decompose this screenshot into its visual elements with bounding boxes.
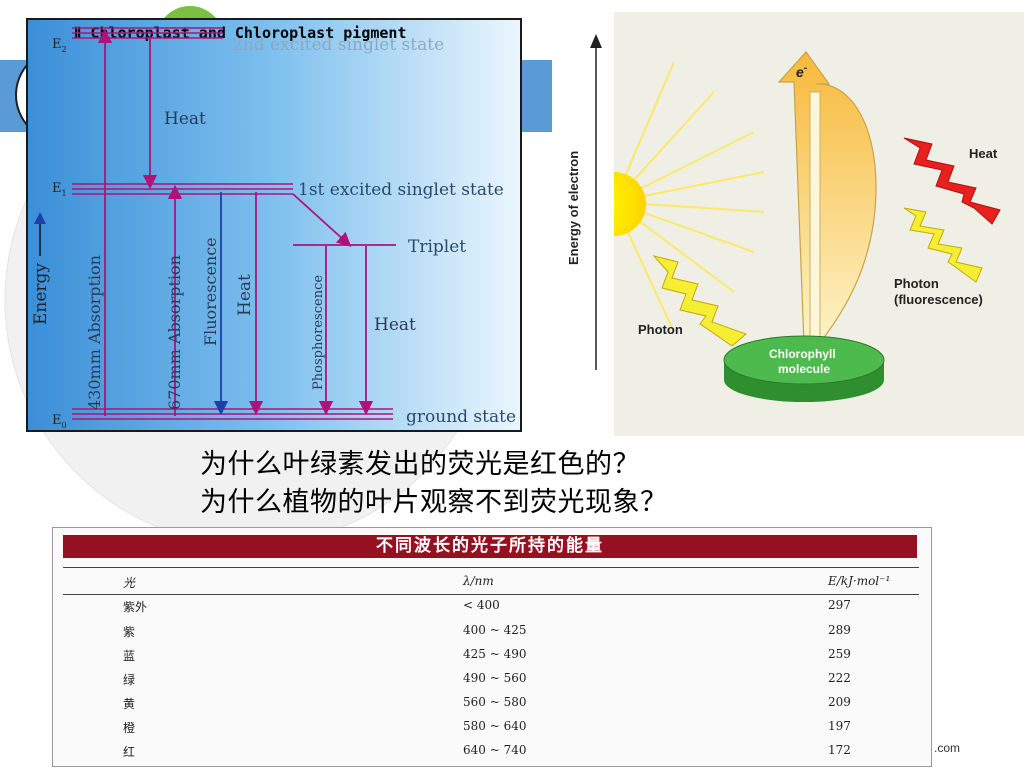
cell-light: 红 — [123, 745, 136, 759]
cell-energy: 289 — [828, 623, 851, 637]
jablonski-diagram: Ⅱ Chloroplast and Chloroplast pigment E2… — [26, 18, 522, 432]
electron-label: e- — [796, 63, 808, 80]
fluorescence-label: Fluorescence — [201, 237, 220, 346]
cell-wavelength: 400 ~ 425 — [463, 623, 527, 637]
table-top-rule — [63, 567, 919, 568]
level-ground — [72, 408, 393, 420]
absorption-670-label: 670mm Absorption — [165, 255, 184, 410]
second-singlet-label: 2nd excited singlet state — [232, 35, 444, 55]
cell-energy: 222 — [828, 671, 851, 685]
level-e2 — [72, 27, 223, 39]
heat-mid-label: Heat — [235, 274, 255, 316]
triplet-label: Triplet — [408, 237, 466, 257]
header-wavelength: λ/nm — [463, 574, 494, 588]
cell-wavelength: 425 ~ 490 — [463, 647, 527, 661]
cell-wavelength: 560 ~ 580 — [463, 695, 527, 709]
footer-site-suffix: .com — [934, 741, 961, 755]
chlorophyll-disk — [723, 335, 885, 385]
header-energy: E/kJ·mol⁻¹ — [828, 574, 891, 588]
excitation-arrow — [777, 51, 877, 345]
energy-axis-label: Energy — [31, 263, 51, 325]
heat-zigzag-arrow — [903, 137, 1001, 225]
cell-light: 紫 — [123, 625, 136, 639]
phosphorescence-label: Phosphorescence — [311, 275, 326, 390]
photon-fluorescence-label: Photon (fluorescence) — [894, 276, 983, 307]
cell-wavelength: 640 ~ 740 — [463, 743, 527, 757]
table-header-rule — [63, 594, 919, 595]
question-1: 为什么叶绿素发出的荧光是红色的？ — [200, 449, 640, 480]
first-singlet-label: 1st excited singlet state — [298, 180, 504, 200]
chlorophyll-diagram: e- Heat Photon (fluorescence) Photon Chl… — [590, 12, 1024, 436]
sun-icon — [614, 172, 646, 236]
ground-state-label: ground state — [406, 407, 516, 427]
table-title: 不同波长的光子所持的能量 — [63, 535, 917, 558]
question-2: 为什么植物的叶片观察不到荧光现象？ — [200, 487, 668, 518]
cell-light: 紫外 — [123, 600, 148, 614]
electron-energy-axis-label: Energy of electron — [566, 151, 581, 265]
cell-energy: 259 — [828, 647, 851, 661]
cell-energy: 172 — [828, 743, 851, 757]
return-arrow — [809, 91, 821, 343]
cell-energy: 297 — [828, 598, 851, 612]
fluorescence-photon-arrow — [903, 207, 983, 283]
photon-label: Photon — [638, 322, 683, 337]
chlorophyll-molecule-label: Chlorophyll molecule — [769, 347, 839, 376]
cell-wavelength: < 400 — [463, 598, 500, 612]
cell-light: 橙 — [123, 721, 136, 735]
level-e0-label: E0 — [52, 413, 67, 430]
level-e2-label: E2 — [52, 37, 67, 54]
cell-light: 黄 — [123, 697, 136, 711]
level-e1-label: E1 — [52, 181, 67, 198]
electron-energy-axis-container: Energy of electron — [566, 34, 602, 370]
cell-light: 蓝 — [123, 649, 136, 663]
cell-wavelength: 490 ~ 560 — [463, 671, 527, 685]
incoming-photon-arrow — [652, 255, 747, 347]
absorption-430-label: 430mm Absorption — [85, 255, 104, 410]
cell-light: 绿 — [123, 673, 136, 687]
heat-right-label: Heat — [374, 315, 416, 335]
cell-energy: 209 — [828, 695, 851, 709]
intersystem-crossing-arrow — [292, 193, 352, 247]
cell-energy: 197 — [828, 719, 851, 733]
header-light: 光 — [123, 576, 136, 590]
heat-label: Heat — [969, 146, 998, 161]
cell-wavelength: 580 ~ 640 — [463, 719, 527, 733]
heat-top-label: Heat — [164, 109, 206, 129]
photon-energy-table: 不同波长的光子所持的能量 光 λ/nm E/kJ·mol⁻¹ 紫外 < 400 … — [52, 527, 932, 767]
